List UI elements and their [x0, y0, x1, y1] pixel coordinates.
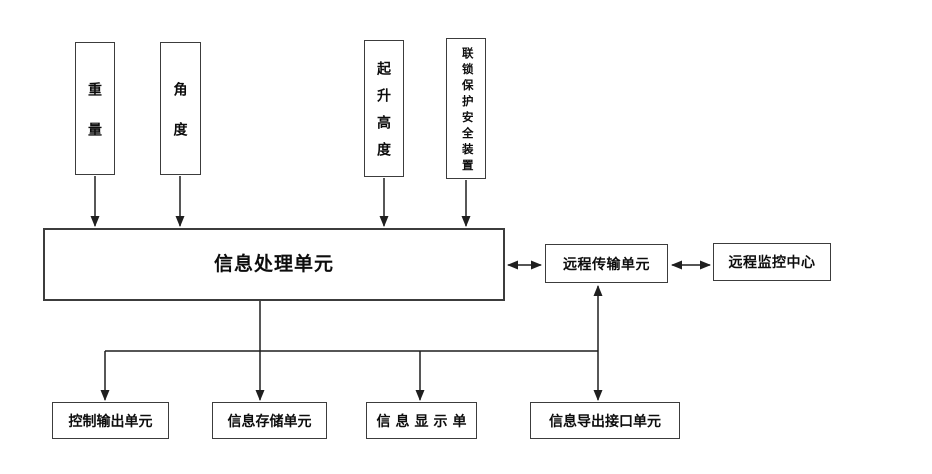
processing-unit-label: 信息处理单元: [213, 254, 334, 275]
info-storage-unit-box: 信息存储单元: [212, 402, 327, 439]
sensor-box-interlock-safety-device: 联锁保护安全装置: [446, 38, 486, 179]
sensor-box-weight: 重量: [75, 42, 115, 175]
sensor-box-angle: 角度: [160, 42, 201, 175]
remote-monitoring-center-label: 远程监控中心: [728, 254, 816, 270]
remote-monitoring-center-box: 远程监控中心: [713, 243, 831, 281]
info-display-unit-box: 信息显示单: [366, 402, 477, 439]
info-storage-unit-label: 信息存储单元: [227, 412, 312, 429]
info-export-interface-unit-label: 信息导出接口单元: [549, 412, 661, 429]
processing-unit-box: 信息处理单元: [43, 228, 505, 301]
control-output-unit-box: 控制输出单元: [52, 402, 169, 439]
control-output-unit-label: 控制输出单元: [68, 412, 153, 429]
remote-transmission-unit-label: 远程传输单元: [563, 255, 650, 272]
info-display-unit-label: 信息显示单: [376, 412, 472, 429]
sensor-interlock-safety-device-label: 联锁保护安全装置: [460, 46, 473, 175]
sensor-angle-label: 角度: [172, 81, 189, 162]
sensor-hoist-height-label: 起升高度: [376, 61, 392, 169]
sensor-weight-label: 重量: [87, 81, 103, 162]
sensor-box-hoist-height: 起升高度: [364, 40, 404, 177]
remote-transmission-unit-box: 远程传输单元: [545, 244, 668, 283]
info-export-interface-unit-box: 信息导出接口单元: [530, 402, 680, 439]
